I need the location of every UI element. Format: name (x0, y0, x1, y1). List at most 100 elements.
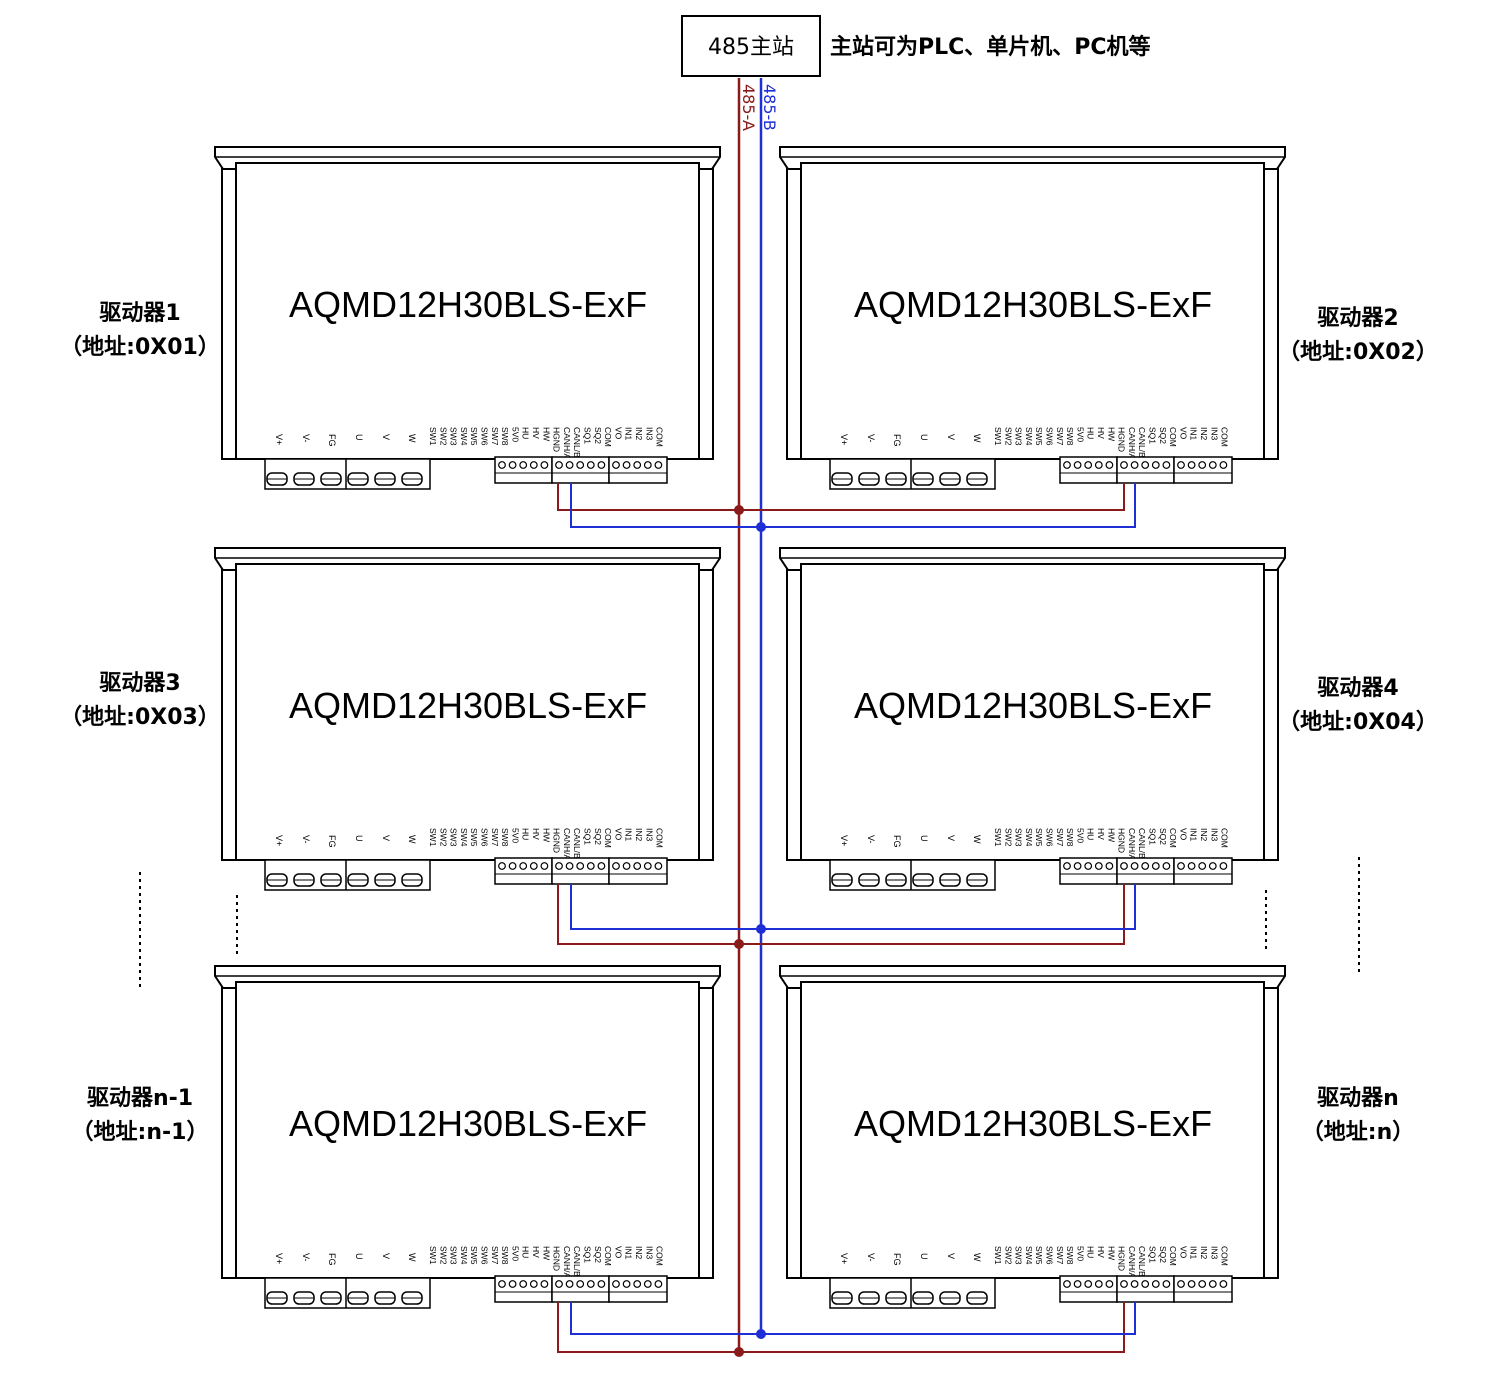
signal-terminal-hole (1084, 461, 1093, 469)
signal-terminal-hole (1073, 862, 1082, 870)
signal-pin-label: SQ1 (583, 828, 593, 845)
signal-pin-label: IN1 (1189, 427, 1199, 441)
signal-terminal-block (494, 857, 553, 885)
signal-pin-label: HGND (552, 1246, 562, 1271)
signal-terminal-hole (1094, 461, 1103, 469)
signal-terminal-hole (576, 1280, 585, 1288)
signal-pin-label: COM (1220, 828, 1230, 848)
signal-pin-label: SW2 (1003, 828, 1013, 847)
signal-terminal-hole (555, 862, 563, 870)
signal-pin-label: SW4 (1024, 828, 1034, 847)
signal-pin-label: IN2 (634, 1246, 644, 1260)
signal-pin-label: 5V0 (510, 828, 520, 843)
signal-pin-label: SW5 (1034, 427, 1044, 446)
signal-pin-label: SW2 (438, 828, 448, 847)
signal-terminal-hole (1130, 862, 1139, 870)
power-pin-label: V (946, 434, 956, 440)
signal-pin-label: SW4 (459, 1246, 469, 1265)
power-terminal-block (264, 458, 431, 490)
power-pin-label: W (407, 1253, 417, 1262)
signal-terminal-hole (1105, 1280, 1114, 1288)
signal-terminal-hole (1151, 1280, 1160, 1288)
signal-terminal-hole (597, 461, 606, 469)
signal-pin-label: CANL/B (572, 1246, 582, 1277)
signal-pin-label: COM (655, 828, 665, 848)
bus-a-branch (557, 483, 1125, 511)
signal-pin-label: SW7 (1055, 427, 1065, 446)
signal-pin-label: HGND (1117, 427, 1127, 452)
signal-pin-label: HGND (1117, 1246, 1127, 1271)
power-pin-label: U (919, 434, 929, 441)
driver-address: （地址:n） (1302, 1120, 1414, 1145)
bus-a-branch (557, 1302, 1125, 1353)
power-terminal-block (264, 859, 431, 891)
signal-terminal-hole (540, 1280, 549, 1288)
bus-a-label: 485-A (739, 84, 758, 131)
signal-pin-label: SW6 (480, 828, 490, 847)
signal-terminal-hole (1219, 862, 1228, 870)
signal-pin-label: COM (603, 1246, 613, 1266)
power-pin-label: V+ (839, 835, 849, 846)
master-station: 485主站 主站可为PLC、单片机、PC机等 (681, 15, 1151, 77)
signal-pin-label: SW4 (1024, 1246, 1034, 1265)
signal-pin-label: SW1 (993, 828, 1003, 847)
bus-b-branch (570, 483, 1136, 528)
signal-terminal-hole (1084, 1280, 1093, 1288)
power-pin-label: V (946, 1253, 956, 1259)
driver-name: 驱动器2 (1317, 306, 1398, 331)
signal-pin-label: SW1 (428, 1246, 438, 1265)
signal-terminal-hole (519, 862, 528, 870)
signal-terminal-hole (576, 461, 585, 469)
signal-pin-label: HU (1086, 427, 1096, 439)
signal-terminal-hole (1063, 862, 1071, 870)
signal-pin-label: HW (541, 1246, 551, 1260)
signal-pin-label: HW (1106, 427, 1116, 441)
signal-pin-label: CANH/A (562, 828, 572, 860)
signal-pin-label: SW6 (1045, 1246, 1055, 1265)
bus-b-junction (756, 1329, 766, 1339)
signal-terminal-hole (1162, 1280, 1171, 1288)
power-pin-label: W (972, 835, 982, 844)
signal-pin-label: SW6 (480, 427, 490, 446)
signal-pin-label: SW6 (1045, 828, 1055, 847)
signal-pin-label: CANL/B (1137, 427, 1147, 458)
power-pin-label: W (972, 434, 982, 443)
signal-pin-label: CANH/A (1127, 828, 1137, 860)
signal-terminal-hole (1219, 1280, 1228, 1288)
signal-pin-label: 5V0 (1075, 828, 1085, 843)
power-terminal-block (829, 458, 996, 490)
power-pin-label: V (381, 434, 391, 440)
signal-pin-label: SQ2 (593, 427, 603, 444)
signal-terminal-block (1173, 456, 1233, 484)
signal-terminal-hole (1094, 862, 1103, 870)
signal-terminal-hole (565, 1280, 574, 1288)
signal-pin-label: SW3 (1014, 427, 1024, 446)
power-pin-label: V+ (839, 434, 849, 445)
master-box (681, 15, 821, 77)
signal-pin-label: IN2 (1199, 1246, 1209, 1260)
signal-pin-label: IN3 (1209, 828, 1219, 842)
signal-pin-label: HV (1096, 1246, 1106, 1258)
signal-pin-label: SW5 (1034, 1246, 1044, 1265)
signal-terminal-hole (1141, 862, 1150, 870)
signal-terminal-hole (1198, 1280, 1207, 1288)
signal-terminal-hole (1073, 1280, 1082, 1288)
signal-pin-label: IN2 (1199, 828, 1209, 842)
signal-terminal-hole (1105, 862, 1114, 870)
bus-a-junction (734, 939, 744, 949)
driver-inner-body (800, 981, 1265, 1279)
signal-terminal-hole (508, 1280, 517, 1288)
signal-terminal-hole (1073, 461, 1082, 469)
signal-terminal-block (1173, 857, 1233, 885)
signal-pin-label: IN1 (624, 427, 634, 441)
signal-terminal-hole (498, 1280, 506, 1288)
signal-terminal-block (551, 857, 610, 885)
signal-pin-label: IN2 (634, 427, 644, 441)
signal-terminal-hole (529, 862, 538, 870)
signal-pin-label: VO (1178, 828, 1188, 841)
bus-a-branch (557, 884, 1125, 945)
signal-pin-label: SW5 (469, 828, 479, 847)
